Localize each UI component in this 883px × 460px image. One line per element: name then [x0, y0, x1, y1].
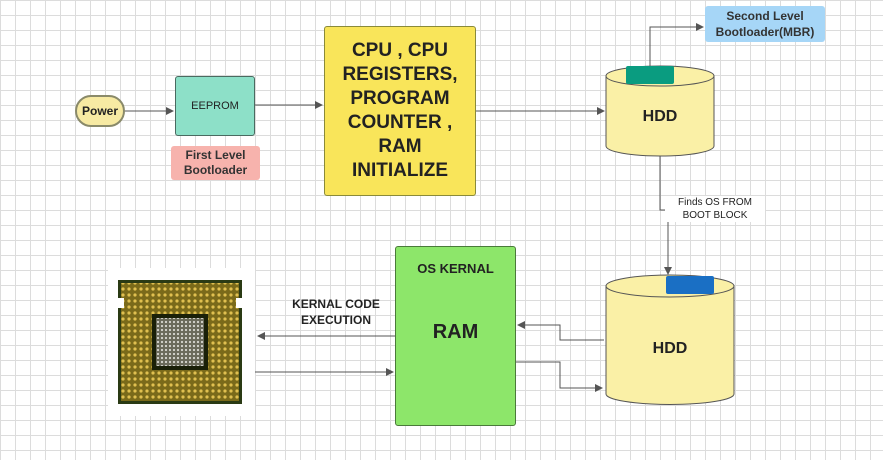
boot-block-top [626, 66, 674, 84]
hdd-bottom-label: HDD [652, 340, 688, 357]
arrow-hdd-mbr [649, 23, 704, 67]
cpu-chip-icon [118, 280, 242, 404]
arrow-hdd-ram [517, 321, 604, 341]
cpu-init-node: CPU , CPU REGISTERS, PROGRAM COUNTER , R… [324, 26, 476, 196]
arrow-hdd-hdd [659, 156, 672, 275]
arrow-ram-hdd [516, 361, 603, 392]
first-level-bootloader-label: First Level Bootloader [183, 148, 248, 177]
power-node: Power [75, 95, 125, 127]
power-label: Power [81, 104, 118, 118]
first-level-bootloader-node: First Level Bootloader [171, 146, 260, 180]
hdd-top-label: HDD [642, 108, 678, 125]
os-kernal-title: OS KERNAL [417, 261, 494, 276]
second-level-bootloader-label: Second Level Bootloader(MBR) [715, 9, 815, 39]
hdd-bottom-cylinder [605, 274, 735, 405]
cpu-init-label: CPU , CPU REGISTERS, PROGRAM COUNTER , R… [342, 40, 458, 181]
eeprom-node: EEPROM [175, 76, 255, 136]
os-kernal-node: OS KERNAL RAM [395, 246, 516, 426]
hdd-top-cylinder [605, 65, 715, 157]
eeprom-label: EEPROM [191, 100, 239, 112]
boot-block-bottom [666, 276, 714, 294]
os-kernal-ram-label: RAM [432, 321, 479, 343]
kernal-exec-edge-label: KERNAL CODE EXECUTION [292, 297, 380, 327]
finds-os-edge-label: Finds OS FROM BOOT BLOCK [665, 196, 765, 222]
cpu-chip-image [108, 268, 255, 416]
second-level-bootloader-node: Second Level Bootloader(MBR) [705, 6, 825, 42]
